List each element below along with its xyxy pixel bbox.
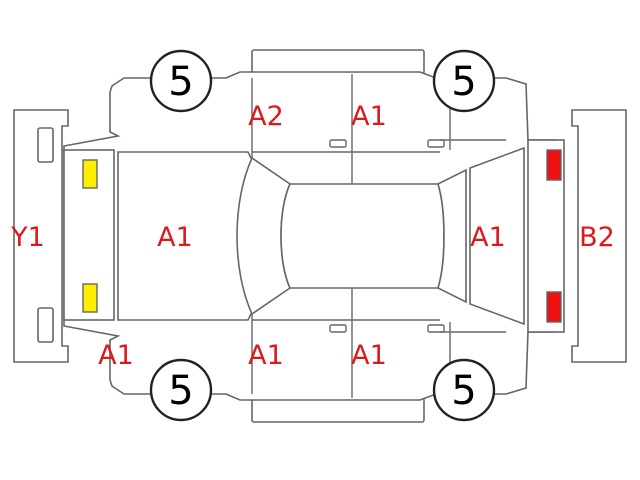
tire-rear-left: 5	[432, 49, 496, 113]
rear-bumper	[571, 109, 627, 363]
roof-panel	[280, 183, 445, 289]
tire-rear-left-value: 5	[451, 59, 476, 105]
code-trunk: A1	[470, 222, 506, 253]
code-left-rear-door: A1	[351, 101, 387, 132]
rear-window	[437, 168, 467, 304]
front-bumper	[13, 109, 69, 363]
tire-front-right: 5	[149, 358, 213, 422]
right-roof-rail	[251, 397, 425, 423]
rear-left-light-marker	[546, 149, 562, 181]
front-left-light-marker	[82, 159, 98, 189]
code-right-rear-door: A1	[351, 340, 387, 371]
code-rear-bumper: B2	[579, 222, 615, 253]
code-hood: A1	[157, 222, 193, 253]
front-right-light-marker	[82, 283, 98, 313]
left-side-panels	[251, 74, 506, 184]
tire-front-right-value: 5	[168, 368, 193, 414]
tire-front-left-value: 5	[168, 59, 193, 105]
code-front-left-corner: A1	[98, 340, 134, 371]
code-front-bumper: Y1	[10, 222, 45, 253]
trunk-panel	[469, 146, 525, 326]
code-right-front-door: A1	[248, 340, 284, 371]
tire-rear-right-value: 5	[451, 368, 476, 414]
rear-right-light-marker	[546, 291, 562, 323]
left-roof-rail	[251, 49, 425, 75]
tire-rear-right: 5	[432, 358, 496, 422]
code-left-front-door: A2	[248, 101, 284, 132]
tire-front-left: 5	[149, 49, 213, 113]
